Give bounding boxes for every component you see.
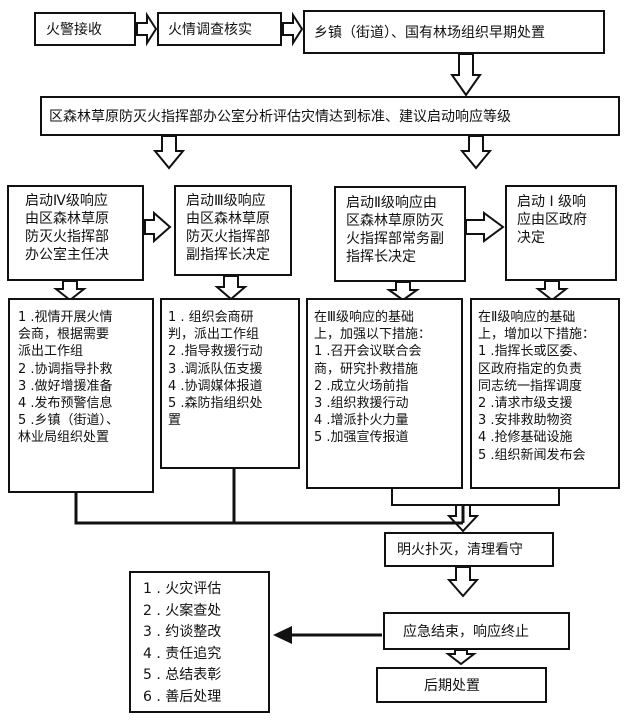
response-ii-title: 启动Ⅱ级响应由 区森林草原防灭 火指挥部常务副 指挥长决定 (346, 195, 444, 265)
measures-i-text: 在Ⅱ级响应的基础 上，增加以下措施： 1 .指挥长或区委、 区政府指定的负责 同… (478, 310, 596, 463)
response-i-box: 启动 Ⅰ 级响 应由区政府 决定 (505, 185, 617, 281)
measures-i-box: 在Ⅱ级响应的基础 上，增加以下措施： 1 .指挥长或区委、 区政府指定的负责 同… (470, 298, 620, 489)
arrow-alarm-to-investigation (136, 11, 158, 47)
aftermath-box: 后期处置 (376, 667, 547, 703)
line-right-bracket (391, 489, 560, 506)
emergency-end-box: 应急结束，响应终止 (383, 612, 570, 650)
measures-iv-text: 1 .视情开展火情 会商，根据需要 派出工作组 2 .协调指导扑救 3 .做好增… (18, 310, 120, 446)
arrow-early-to-assessment (450, 53, 482, 97)
response-iii-box: 启动Ⅲ级响应 由区森林草原 防灭火指挥部 副指挥长决定 (174, 185, 292, 276)
extinguish-label: 明火扑灭，清理看守 (397, 542, 523, 558)
measures-iv-box: 1 .视情开展火情 会商，根据需要 派出工作组 2 .协调指导扑救 3 .做好增… (8, 298, 154, 493)
extinguish-box: 明火扑灭，清理看守 (384, 532, 554, 567)
aftermath-items-text: 1 . 火灾评估 2 . 火案查处 3 . 约谈整改 4 . 责任追究 5 . … (143, 581, 222, 705)
arrow-i-measures (535, 280, 569, 302)
response-iii-title: 启动Ⅲ级响应 由区森林草原 防灭火指挥部 副指挥长决定 (186, 193, 270, 263)
arrow-assessment-to-right (459, 135, 493, 170)
arrow-to-aftermath (445, 649, 477, 666)
arrow-ii-measures (385, 281, 421, 302)
measures-iii-box: 1 . 组织会商研 判，派出工作组 2 .指导救援行动 3 .调派队伍支援 4 … (160, 298, 300, 469)
aftermath-items-box: 1 . 火灾评估 2 . 火案查处 3 . 约谈整改 4 . 责任追究 5 . … (129, 571, 270, 713)
early-disposal-box: 乡镇（街道）、国有林场组织早期处置 (303, 10, 605, 54)
measures-iii-text: 1 . 组织会商研 判，派出工作组 2 .指导救援行动 3 .调派队伍支援 4 … (168, 310, 263, 429)
measures-ii-text: 在Ⅲ级响应的基础 上，加强以下措施： 1 .召开会议联合会 商，研究扑救措施 2… (314, 310, 432, 446)
fire-investigation-box: 火情调查核实 (157, 12, 282, 46)
fire-alarm-box: 火警接收 (34, 12, 136, 46)
arrow-iii-measures (214, 275, 248, 301)
arrow-end-to-list-head (273, 626, 292, 644)
arrow-to-emergency-end (446, 566, 480, 598)
arrow-investigation-to-early (282, 11, 304, 47)
aftermath-label: 后期处置 (424, 678, 480, 694)
fire-alarm-label: 火警接收 (46, 22, 102, 38)
arrow-ii-to-i (465, 211, 505, 243)
response-i-title: 启动 Ⅰ 级响 应由区政府 决定 (517, 194, 587, 246)
fire-investigation-label: 火情调查核实 (168, 22, 252, 38)
measures-ii-box: 在Ⅲ级响应的基础 上，加强以下措施： 1 .召开会议联合会 商，研究扑救措施 2… (306, 298, 463, 489)
response-ii-box: 启动Ⅱ级响应由 区森林草原防灭 火指挥部常务副 指挥长决定 (334, 186, 466, 282)
early-disposal-label: 乡镇（街道）、国有林场组织早期处置 (314, 25, 545, 41)
line-iv-measures-down (74, 493, 463, 525)
response-iv-title: 启动Ⅳ级响应 由区森林草原 防灭火指挥部 办公室主任决 (25, 193, 109, 263)
assessment-label: 区森林草原防灭火指挥部办公室分析评估灾情达到标准、建议启动响应等级 (49, 109, 511, 125)
arrow-iv-measures (53, 280, 87, 302)
arrow-iv-to-iii (144, 210, 172, 244)
emergency-end-label: 应急结束，响应终止 (403, 624, 529, 640)
assessment-box: 区森林草原防灭火指挥部办公室分析评估灾情达到标准、建议启动响应等级 (40, 96, 620, 136)
response-iv-box: 启动Ⅳ级响应 由区森林草原 防灭火指挥部 办公室主任决 (7, 185, 144, 281)
arrow-assessment-to-left (152, 135, 186, 170)
